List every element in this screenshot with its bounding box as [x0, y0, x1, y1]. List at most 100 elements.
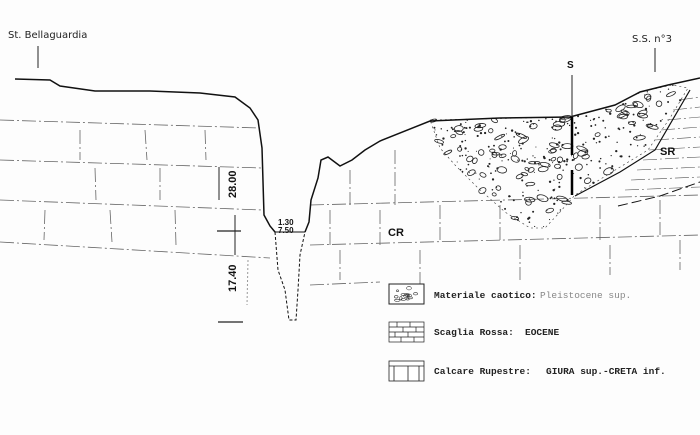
- grain: [595, 142, 598, 144]
- pebble: [646, 95, 652, 102]
- pebble: [450, 134, 457, 139]
- pebble: [474, 123, 487, 129]
- unit-cr-label: CR: [388, 227, 404, 239]
- scaglia-rossa-boundary: [574, 89, 691, 197]
- pebble: [551, 124, 563, 131]
- grain: [488, 162, 491, 165]
- pebble: [494, 134, 506, 141]
- grain: [548, 158, 551, 161]
- bedding-joint: [109, 209, 113, 243]
- grain: [515, 216, 518, 219]
- grain: [501, 155, 503, 157]
- scaglia-rossa-bed: [666, 116, 700, 121]
- pebble: [644, 93, 652, 100]
- grain: [509, 152, 511, 154]
- grain: [446, 129, 449, 132]
- grain: [628, 121, 630, 123]
- grain: [475, 172, 477, 174]
- grain: [622, 126, 625, 129]
- grain: [574, 126, 578, 129]
- grain: [476, 134, 479, 138]
- pebble: [537, 166, 549, 173]
- scaglia-rossa-pattern: [624, 96, 700, 191]
- grain: [515, 132, 518, 135]
- pebble: [491, 192, 497, 197]
- grain: [555, 143, 559, 146]
- pebble: [666, 91, 676, 98]
- grain: [611, 165, 614, 168]
- grain: [489, 158, 491, 160]
- legend-pebble: [400, 293, 407, 296]
- grain: [599, 157, 602, 160]
- grain: [464, 134, 466, 136]
- grain: [522, 191, 524, 193]
- grain: [491, 178, 495, 181]
- scaglia-rossa-bed: [648, 146, 700, 151]
- grain: [604, 127, 606, 129]
- grain: [573, 122, 576, 124]
- grain: [565, 163, 568, 166]
- pebble: [479, 172, 487, 178]
- grain: [608, 135, 610, 138]
- legend-name: Materiale caotico:: [434, 290, 537, 301]
- grain: [533, 161, 537, 165]
- grain: [629, 130, 632, 133]
- grain: [508, 195, 511, 198]
- grain: [592, 137, 596, 140]
- grain: [442, 137, 445, 140]
- grain: [546, 148, 548, 150]
- grain: [504, 140, 506, 143]
- grain: [465, 121, 467, 124]
- grain: [554, 188, 556, 190]
- grain: [636, 145, 639, 147]
- grain: [462, 131, 465, 134]
- pebble: [491, 152, 498, 158]
- grain: [576, 131, 580, 135]
- pebble: [632, 100, 644, 109]
- grain: [648, 105, 650, 107]
- pebble: [443, 149, 453, 156]
- grain: [507, 140, 510, 142]
- grain: [434, 129, 436, 131]
- scaglia-rossa-bed: [642, 156, 700, 161]
- grain: [655, 123, 658, 126]
- grain: [521, 176, 523, 178]
- legend: Materiale caotico: Pleistocene sup. Scag…: [388, 283, 666, 382]
- pebble: [572, 152, 579, 159]
- pebble: [520, 172, 529, 177]
- grain: [598, 140, 601, 143]
- grain: [549, 197, 552, 200]
- grain: [459, 168, 462, 171]
- grain: [504, 127, 507, 130]
- grain: [467, 163, 470, 166]
- pebble: [552, 121, 566, 128]
- grain: [435, 134, 438, 136]
- bedding-joint: [94, 167, 97, 201]
- pebble: [518, 136, 530, 144]
- grain: [528, 216, 531, 219]
- grain: [464, 147, 467, 150]
- grain: [659, 119, 662, 122]
- grain: [672, 84, 674, 87]
- grain: [598, 116, 600, 119]
- bedding-joint: [174, 209, 177, 246]
- thickness-lower-label: 17.40: [227, 264, 239, 292]
- grain: [559, 148, 562, 151]
- grain: [521, 179, 524, 182]
- grain: [510, 129, 514, 132]
- grain: [553, 197, 556, 200]
- grain: [584, 187, 586, 189]
- pebble: [633, 135, 646, 141]
- pebble: [605, 108, 612, 113]
- grain: [468, 126, 471, 129]
- grain: [507, 158, 510, 161]
- grain: [551, 162, 554, 164]
- bedding-line: [0, 199, 263, 211]
- grain: [604, 136, 607, 139]
- pebble: [524, 167, 530, 172]
- bedding-line: [309, 234, 700, 246]
- pebble: [489, 148, 496, 153]
- grain: [517, 159, 519, 161]
